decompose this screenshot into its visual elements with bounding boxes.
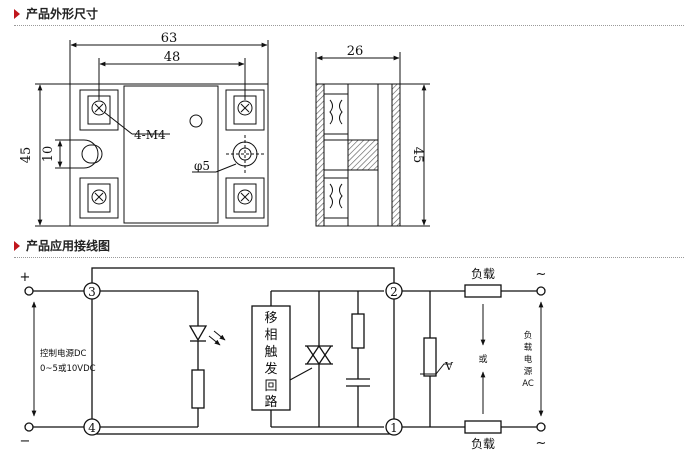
side-base-plate	[315, 83, 325, 227]
ac-source-label-char: AC	[522, 379, 534, 389]
terminal-top-left	[79, 89, 119, 131]
load-top-resistor	[464, 284, 502, 298]
ac-source-label-char: 负	[524, 330, 533, 341]
section-title-wiring: 产品应用接线图	[26, 239, 111, 253]
trigger-label-char: 触	[264, 345, 277, 360]
slot-hole	[81, 144, 103, 164]
relay-outline	[91, 267, 395, 435]
dim-depth-side: 26	[347, 44, 364, 59]
section-title-dimensions: 产品外形尺寸	[26, 7, 99, 21]
label-hole: φ5	[194, 159, 210, 173]
terminal-bottom-left	[79, 177, 119, 219]
triac-symbol-lower	[306, 344, 332, 365]
label-control-line2: 0~5或10VDC	[40, 363, 96, 374]
load-bottom-label: 负载	[471, 437, 495, 451]
ac-source-label-char: 源	[524, 367, 533, 377]
ac-tilde-top: ~	[536, 267, 547, 282]
dim-height-left: 45	[19, 147, 34, 164]
trigger-label-char: 移	[264, 311, 277, 326]
label-plus: +	[20, 270, 31, 285]
relay-body-outline	[69, 83, 269, 227]
trigger-label-char: 发	[264, 361, 277, 377]
front-view	[35, 40, 269, 227]
indicator-circle	[189, 114, 203, 128]
label-control-line1: 控制电源DC	[40, 348, 87, 359]
side-cover-edge	[391, 83, 401, 227]
label-screw: 4-M4	[134, 128, 166, 142]
varistor-label: V	[444, 360, 454, 373]
trigger-label-char: 相	[264, 328, 277, 343]
side-view	[315, 52, 430, 227]
input-resistor	[191, 369, 205, 409]
triac-symbol-upper	[306, 345, 332, 366]
mounting-slot	[70, 139, 99, 169]
label-minus: −	[20, 434, 31, 449]
trigger-label-char: 回	[264, 379, 277, 394]
terminal-1-label: 1	[390, 421, 398, 435]
ac-source-label-char: 电	[524, 354, 533, 365]
terminal-4-label: 4	[88, 421, 96, 435]
varistor	[423, 337, 437, 377]
dim-width-overall: 63	[161, 31, 178, 46]
ac-tilde-bottom: ~	[536, 436, 547, 451]
terminal-bottom-right	[225, 177, 265, 219]
input-minus-node	[24, 422, 34, 432]
mounting-hole-inner	[238, 147, 252, 161]
ac-node-top	[536, 286, 546, 296]
section-header-dimensions: 产品外形尺寸	[14, 4, 684, 26]
dotted-divider	[14, 25, 684, 26]
load-top-label: 负载	[471, 267, 495, 281]
dim-height-side: 45	[410, 147, 425, 164]
section-header-wiring: 产品应用接线图	[14, 236, 684, 258]
trigger-label-char: 路	[264, 394, 277, 410]
dim-slot-height: 10	[41, 146, 56, 163]
ac-source-label-char: 载	[524, 342, 533, 353]
label-panel	[123, 85, 219, 224]
ac-node-bottom	[536, 422, 546, 432]
terminal-2-label: 2	[390, 285, 398, 299]
terminal-3-label: 3	[88, 285, 96, 299]
triangle-bullet-icon	[14, 241, 20, 251]
load-bottom-resistor	[464, 420, 502, 434]
led-triangle	[188, 325, 208, 342]
dim-width-holes: 48	[164, 50, 181, 65]
input-plus-node	[24, 286, 34, 296]
snubber-resistor	[351, 313, 365, 349]
trigger-circuit-box	[251, 305, 291, 411]
wiring-diagram	[24, 267, 546, 436]
triangle-bullet-icon	[14, 9, 20, 19]
varistor-slash	[420, 363, 452, 375]
dotted-divider	[14, 257, 684, 258]
or-label: 或	[478, 353, 487, 365]
